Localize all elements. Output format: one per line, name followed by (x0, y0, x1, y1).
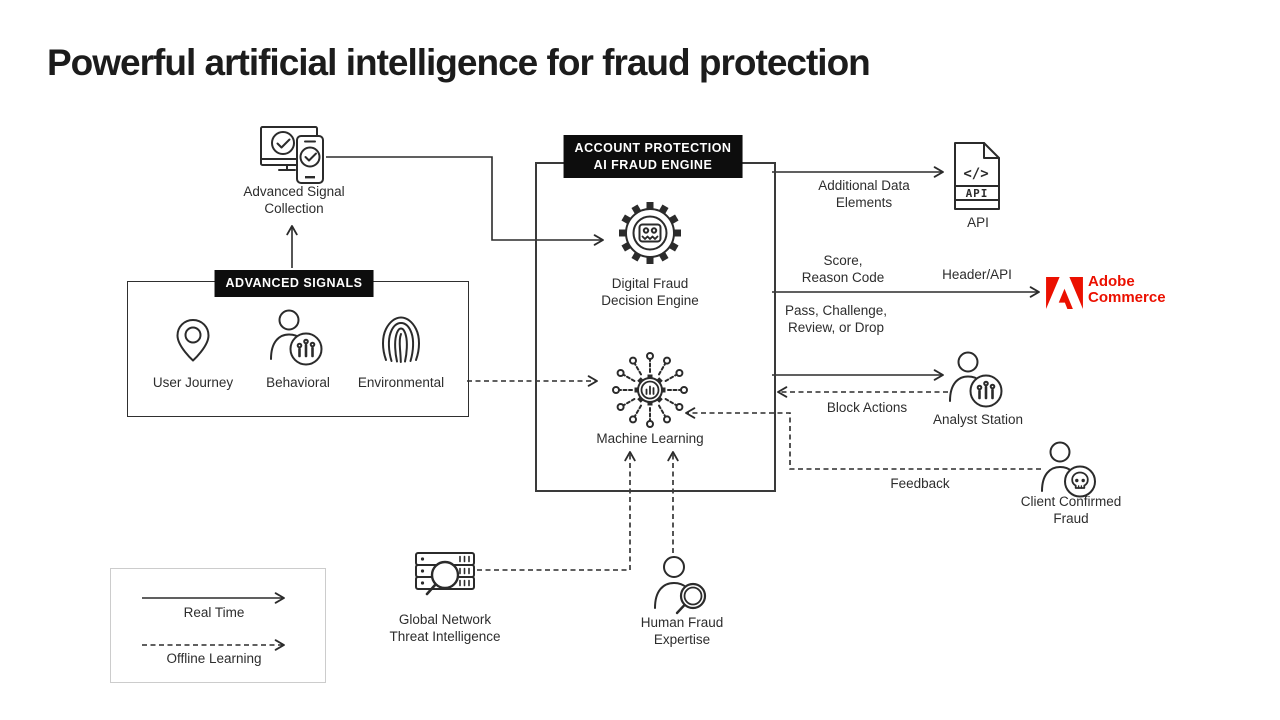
gear-network-icon (604, 344, 696, 436)
code-document-icon: </> API (952, 140, 1002, 212)
edge-label-additional-data: Additional Data Elements (818, 178, 910, 210)
fingerprint-icon (379, 313, 423, 367)
person-magnifier-icon (648, 554, 712, 618)
adobe-logo-icon (1046, 277, 1083, 309)
api-code-glyph: </> (963, 166, 988, 182)
api-label: API (967, 215, 989, 230)
legend-box (110, 568, 326, 683)
edge-label-pass-challenge: Pass, Challenge, Review, or Drop (784, 303, 888, 335)
engine-header-line1: ACCOUNT PROTECTION (574, 141, 732, 155)
api-band-label: API (966, 187, 989, 200)
edge-label-header-api: Header/API (942, 267, 1012, 282)
environmental-label: Environmental (357, 375, 445, 390)
analyst-person-chart-icon (946, 349, 1006, 409)
user-journey-label: User Journey (152, 375, 234, 390)
global-network-label: Global Network Threat Intelligence (389, 612, 501, 644)
location-pin-icon (173, 317, 213, 364)
page-title: Powerful artificial intelligence for fra… (47, 42, 871, 83)
legend-offline-learning-label: Offline Learning (166, 651, 262, 666)
gear-robot-icon (612, 195, 688, 271)
engine-header-line2: AI FRAUD ENGINE (593, 157, 713, 172)
human-expertise-label: Human Fraud Expertise (640, 615, 724, 647)
engine-header: ACCOUNT PROTECTION AI FRAUD ENGINE (563, 135, 743, 178)
edge-label-block-actions: Block Actions (826, 400, 908, 415)
behavioral-label: Behavioral (266, 375, 330, 390)
decision-engine-label: Digital Fraud Decision Engine (601, 276, 699, 308)
machine-learning-label: Machine Learning (596, 431, 704, 446)
signal-collection-label: Advanced Signal Collection (243, 184, 345, 216)
client-confirmed-fraud-label: Client Confirmed Fraud (1020, 494, 1122, 526)
monitor-phone-check-icon (257, 123, 330, 189)
person-skull-icon (1036, 440, 1100, 498)
edge-label-feedback: Feedback (890, 476, 950, 491)
advanced-signals-header: ADVANCED SIGNALS (214, 270, 374, 297)
server-magnifier-icon (413, 550, 477, 602)
adobe-commerce-label: Adobe Commerce (1088, 273, 1166, 306)
person-chart-icon (268, 307, 326, 367)
analyst-station-label: Analyst Station (932, 412, 1024, 427)
edge-label-score-reason: Score, Reason Code (801, 253, 885, 285)
legend-real-time-label: Real Time (183, 605, 245, 620)
